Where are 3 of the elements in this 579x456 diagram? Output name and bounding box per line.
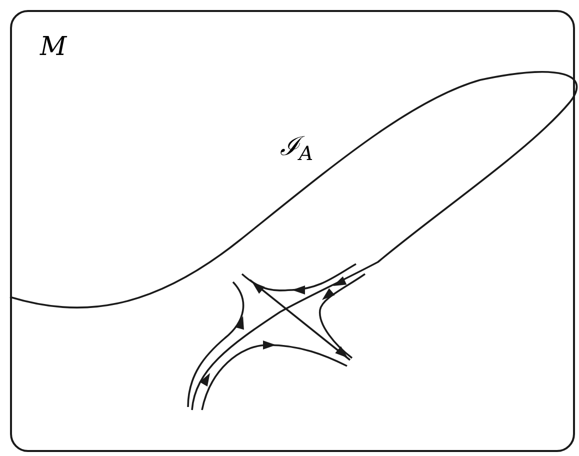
- manifold-frame: [10, 10, 575, 452]
- curve-label: ℐ$_{A}$: [280, 134, 314, 160]
- manifold-label: M: [40, 34, 67, 60]
